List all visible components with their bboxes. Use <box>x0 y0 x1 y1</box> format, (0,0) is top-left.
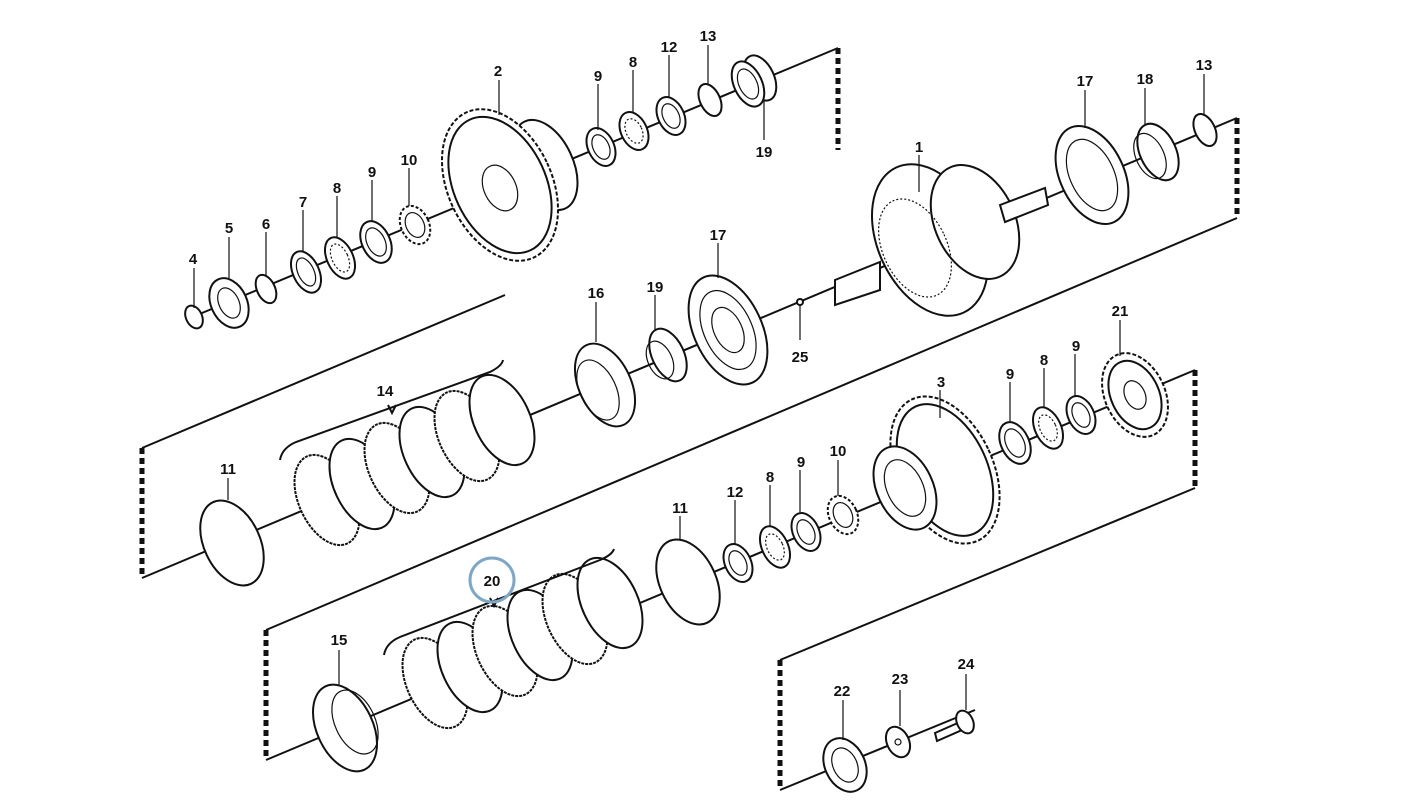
callout-19[interactable]: 19 <box>647 279 664 296</box>
part-9-washer <box>359 220 393 264</box>
callout-13[interactable]: 13 <box>1196 57 1213 74</box>
callout-16[interactable]: 16 <box>588 285 605 302</box>
callout-9[interactable]: 9 <box>1006 366 1014 383</box>
callout-1[interactable]: 1 <box>915 139 923 156</box>
part-8-needle-bearing-c <box>758 525 792 569</box>
callout-15[interactable]: 15 <box>331 632 348 649</box>
callout-6[interactable]: 6 <box>262 216 270 233</box>
callout-3[interactable]: 3 <box>937 374 945 391</box>
part-17-piston <box>687 274 769 386</box>
part-9-washer-b <box>585 127 617 167</box>
callout-17[interactable]: 17 <box>1077 73 1094 90</box>
part-9-washer-d <box>998 421 1032 465</box>
part-14-clutch-pack <box>279 359 536 547</box>
callout-21[interactable]: 21 <box>1112 303 1129 320</box>
callout-11[interactable]: 11 <box>672 500 688 517</box>
part-3-gear <box>872 395 1001 545</box>
part-7-washer <box>289 250 323 294</box>
part-10-needle-cage-b <box>826 494 860 536</box>
part-17-bearing-b <box>1054 124 1130 226</box>
part-16-piston <box>573 342 637 428</box>
highlight-circle[interactable] <box>468 556 516 604</box>
part-24-bolt <box>933 709 975 743</box>
part-23-washer <box>884 725 912 759</box>
part-10-needle-cage <box>398 204 432 246</box>
callout-12[interactable]: 12 <box>727 484 744 501</box>
part-13-snap-ring-b <box>1192 113 1218 147</box>
part-2-gear <box>440 108 579 262</box>
callout-5[interactable]: 5 <box>225 220 233 237</box>
part-19-seal <box>730 54 778 108</box>
part-5-bearing <box>208 277 250 329</box>
leader-lines <box>193 45 1205 740</box>
part-21-gear <box>1101 352 1169 438</box>
part-8-needle-bearing <box>323 236 357 280</box>
part-15-piston <box>312 683 379 773</box>
part-22-bearing <box>822 737 868 793</box>
part-8-needle-bearing-b <box>618 111 650 151</box>
callout-19[interactable]: 19 <box>756 144 773 161</box>
callout-17[interactable]: 17 <box>710 227 727 244</box>
part-9-washer-e <box>1065 395 1097 435</box>
callout-11[interactable]: 11 <box>220 461 236 478</box>
callout-10[interactable]: 10 <box>401 152 418 169</box>
part-20-clutch-pack <box>383 548 644 730</box>
callout-10[interactable]: 10 <box>830 443 847 460</box>
assembly-frame-bottom <box>777 487 1196 791</box>
part-9-washer-c <box>790 512 822 552</box>
callout-13[interactable]: 13 <box>700 28 717 45</box>
callout-23[interactable]: 23 <box>892 671 909 688</box>
callout-24[interactable]: 24 <box>958 656 975 673</box>
callout-9[interactable]: 9 <box>368 164 376 181</box>
callout-7[interactable]: 7 <box>299 194 307 211</box>
callout-2[interactable]: 2 <box>494 63 502 80</box>
part-6-ring <box>254 273 278 305</box>
callout-8[interactable]: 8 <box>1040 352 1048 369</box>
part-1-clutch-drum <box>834 163 1050 317</box>
part-13-snap-ring <box>697 83 723 117</box>
callout-9[interactable]: 9 <box>1072 338 1080 355</box>
callout-20[interactable]: 20 <box>484 573 501 590</box>
part-18-washer <box>1133 122 1180 182</box>
callout-18[interactable]: 18 <box>1137 71 1154 88</box>
callout-12[interactable]: 12 <box>661 39 678 56</box>
callout-4[interactable]: 4 <box>189 251 198 268</box>
callout-22[interactable]: 22 <box>834 683 851 700</box>
part-19-seal-b <box>645 327 688 383</box>
callout-8[interactable]: 8 <box>629 54 637 71</box>
callout-labels: 1 2 3 4 5 6 7 8 8 8 8 9 9 9 9 9 10 10 11… <box>189 28 1213 700</box>
callout-8[interactable]: 8 <box>766 469 774 486</box>
callout-25[interactable]: 25 <box>792 349 809 366</box>
callout-9[interactable]: 9 <box>594 68 602 85</box>
callout-8[interactable]: 8 <box>333 180 341 197</box>
part-4-snap-ring <box>184 304 204 330</box>
part-12-washer <box>655 96 687 136</box>
callout-14[interactable]: 14 <box>377 383 394 400</box>
part-8-needle-bearing-d <box>1031 406 1065 450</box>
part-11-o-ring-b <box>655 538 721 626</box>
part-12-washer-b <box>722 543 754 583</box>
part-11-o-ring <box>199 499 265 587</box>
callout-9[interactable]: 9 <box>797 454 805 471</box>
part-25-pin <box>796 298 804 340</box>
